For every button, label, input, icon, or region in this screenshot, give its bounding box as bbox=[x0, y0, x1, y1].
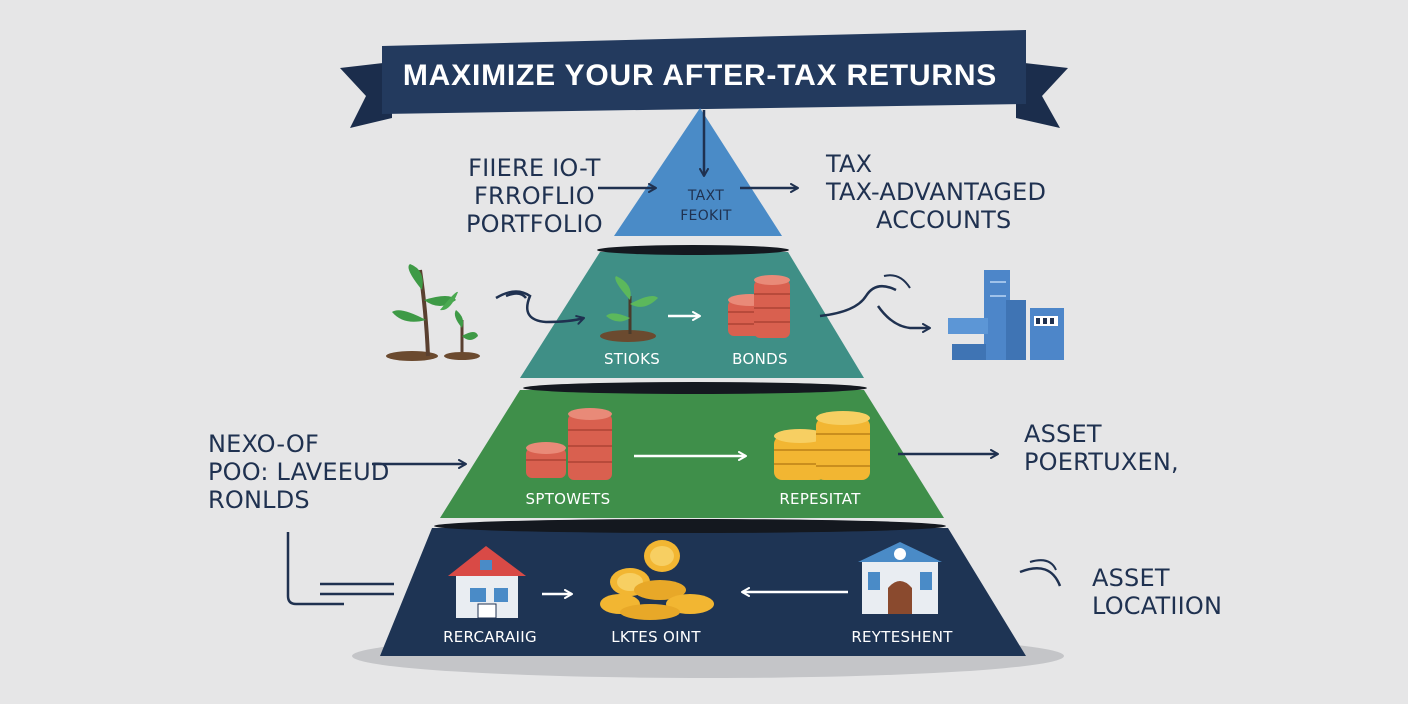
bank-building-icon bbox=[858, 542, 942, 614]
bottom-right-label-line1: ASSET bbox=[1092, 564, 1170, 592]
top-left-label-line1: FIIERE IO-T bbox=[468, 154, 601, 182]
tier3-left-label: RERCARAIIG bbox=[443, 628, 537, 646]
top-right-label-line3: ACCOUNTS bbox=[876, 206, 1012, 234]
mid-right-label-line2: POERTUXEN, bbox=[1024, 448, 1179, 476]
tier2-chip-stacks-icon bbox=[526, 408, 612, 480]
tier1-right-label: BONDS bbox=[732, 350, 788, 368]
top-right-label: TAX TAX-ADVANTAGED ACCOUNTS bbox=[826, 150, 1046, 234]
red-chip-stacks-icon bbox=[728, 275, 790, 338]
mid-right-label-line1: ASSET bbox=[1024, 420, 1102, 448]
apex-label-line2: FEOKIT bbox=[680, 208, 732, 224]
sprout-icon bbox=[600, 276, 658, 342]
bonds-flourish bbox=[883, 274, 911, 289]
office-building-icon bbox=[948, 270, 1064, 360]
tier1-left-label: STIOKS bbox=[603, 350, 661, 368]
gold-coin-stacks-icon bbox=[774, 411, 870, 480]
house-icon bbox=[448, 546, 526, 619]
plant-curve-flourish bbox=[505, 292, 527, 299]
growing-plants-icon bbox=[386, 264, 480, 361]
plant-curve-arrow bbox=[495, 290, 585, 325]
tier3-right-label: REYTESHENT bbox=[851, 628, 953, 646]
bottom-right-label: ASSET LOCATIION bbox=[1092, 564, 1222, 620]
gold-coins-icon bbox=[600, 540, 714, 620]
bonds-curve-arrow bbox=[819, 284, 897, 318]
tier2-right-label: REPESITAT bbox=[779, 490, 861, 508]
apex-label-line1: TAXT bbox=[687, 188, 725, 204]
tier3-center-label: LKTES OINT bbox=[611, 628, 701, 646]
banner-title: MAXIMIZE YOUR AFTER-TAX RETURNS bbox=[402, 59, 998, 92]
top-left-label: FIIERE IO-T FRROFLIO PORTFOLIO bbox=[466, 154, 603, 238]
top-left-label-line2: FRROFLIO bbox=[474, 182, 595, 210]
title-banner bbox=[340, 30, 1068, 128]
mid-left-label-line2: POO: LAVEEUD bbox=[208, 458, 390, 486]
bottom-right-label-line2: LOCATIION bbox=[1092, 592, 1223, 620]
mid-left-label: NEXO-OF POO: LAVEEUD RONLDS bbox=[208, 430, 390, 514]
bottom-right-flourish bbox=[1029, 559, 1057, 571]
top-right-label-line1: TAX bbox=[826, 150, 873, 178]
building-arrow bbox=[876, 305, 931, 333]
mid-left-label-line3: RONLDS bbox=[208, 486, 310, 514]
bottom-left-bracket bbox=[286, 532, 344, 606]
top-left-label-line3: PORTFOLIO bbox=[466, 210, 603, 238]
tier2-left-label: SPTOWETS bbox=[525, 490, 611, 508]
tier-1-band bbox=[520, 245, 864, 378]
mid-left-label-line1: NEXO-OF bbox=[208, 430, 320, 458]
bottom-right-curve bbox=[1019, 567, 1062, 587]
apex-triangle bbox=[614, 108, 782, 236]
mid-right-label: ASSET POERTUXEN, bbox=[1024, 420, 1179, 476]
top-right-label-line2: TAX-ADVANTAGED bbox=[826, 178, 1047, 206]
